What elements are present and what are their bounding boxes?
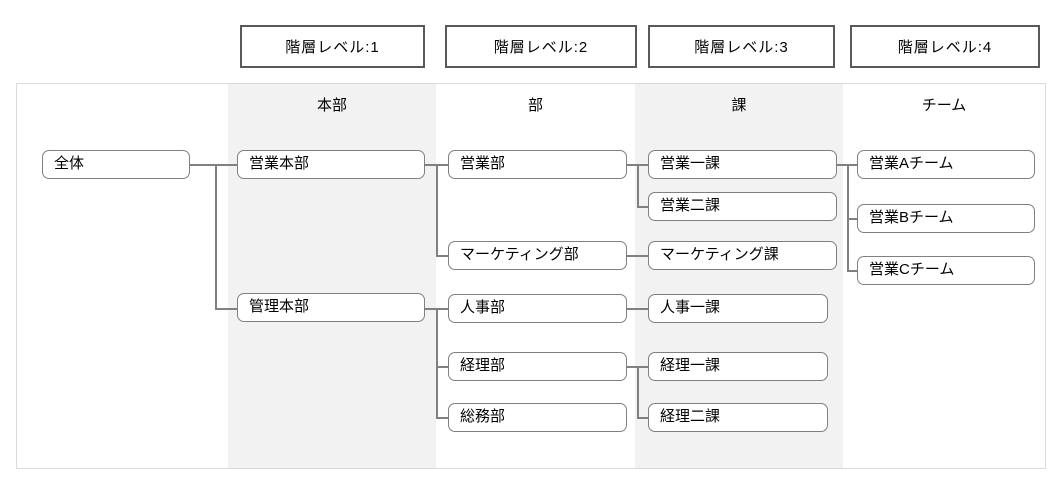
level-label-1: 階層レベル:1 xyxy=(240,25,425,68)
level-label-3: 階層レベル:3 xyxy=(648,25,835,68)
node-eigyo-c-team: 営業Cチーム xyxy=(857,256,1035,285)
node-zentai: 全体 xyxy=(42,150,190,179)
connector-line xyxy=(847,218,857,220)
level-label-4: 階層レベル:4 xyxy=(850,25,1040,68)
column-header-ka: 課 xyxy=(731,97,747,114)
node-jinji-bu: 人事部 xyxy=(448,294,627,323)
node-eigyo-honbu: 営業本部 xyxy=(237,150,425,179)
node-keiri-1ka: 経理一課 xyxy=(648,352,828,381)
node-eigyo-1ka: 営業一課 xyxy=(648,150,837,179)
connector-line xyxy=(215,308,237,310)
connector-line xyxy=(436,366,448,368)
connector-line xyxy=(847,270,857,272)
connector-line xyxy=(627,255,648,257)
column-band-honbu xyxy=(228,84,436,468)
node-eigyo-bu: 営業部 xyxy=(448,150,627,179)
connector-line xyxy=(637,206,648,208)
node-eigyo-a-team: 営業Aチーム xyxy=(857,150,1035,179)
node-marketing-ka: マーケティング課 xyxy=(648,241,837,270)
connector-line xyxy=(190,164,237,166)
node-marketing-bu: マーケティング部 xyxy=(448,241,627,270)
node-eigyo-2ka: 営業二課 xyxy=(648,192,837,221)
node-keiri-bu: 経理部 xyxy=(448,352,627,381)
column-header-honbu: 本部 xyxy=(316,97,347,114)
connector-line xyxy=(637,366,639,418)
node-eigyo-b-team: 営業Bチーム xyxy=(857,204,1035,233)
connector-line xyxy=(436,417,448,419)
org-chart-container: 本部 部 課 チーム 全体 営業本部 管理本部 営業部 マーケティング部 xyxy=(16,83,1046,469)
column-header-team: チーム xyxy=(921,97,967,114)
level-label-2: 階層レベル:2 xyxy=(445,25,637,68)
node-jinji-1ka: 人事一課 xyxy=(648,294,828,323)
connector-line xyxy=(436,255,448,257)
node-kanri-honbu: 管理本部 xyxy=(237,293,425,322)
connector-line xyxy=(436,164,438,256)
connector-line xyxy=(436,308,438,418)
connector-line xyxy=(637,417,648,419)
connector-line xyxy=(637,164,639,207)
connector-line xyxy=(847,164,849,271)
node-keiri-2ka: 経理二課 xyxy=(648,403,828,432)
connector-line xyxy=(627,308,648,310)
column-header-bu: 部 xyxy=(527,97,543,114)
connector-line xyxy=(215,164,217,309)
node-soumu-bu: 総務部 xyxy=(448,403,627,432)
